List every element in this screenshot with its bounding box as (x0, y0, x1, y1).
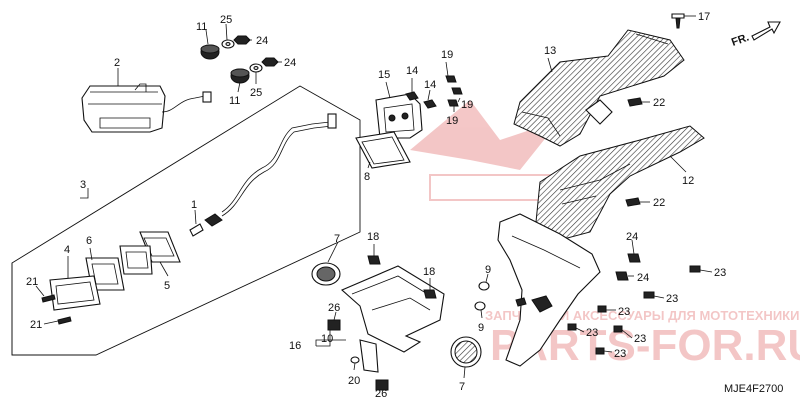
part-18-nut-upper (367, 255, 381, 265)
part-20-washer (350, 356, 360, 364)
part-11-grommet-upper (200, 44, 220, 60)
callout-12: 12 (682, 175, 694, 187)
callout-11-upper: 11 (196, 21, 207, 33)
part-24-nut-right-b (615, 271, 629, 281)
callout-26-lower: 26 (375, 388, 387, 400)
callout-2: 2 (114, 57, 120, 69)
part-9-washer-lower (474, 301, 486, 311)
part-21-screw-lower (57, 316, 72, 325)
part-23-screw-a (689, 265, 701, 273)
callout-20: 20 (348, 375, 360, 387)
callout-23-d: 23 (586, 327, 598, 339)
part-18-nut-lower (423, 289, 437, 299)
part-19-nut-c (451, 87, 463, 95)
callout-4: 4 (64, 244, 70, 256)
part-5-license-light-base (119, 231, 181, 275)
callout-11-lower: 11 (229, 95, 240, 107)
callout-3: 3 (80, 179, 86, 191)
callout-5: 5 (164, 280, 170, 292)
front-direction-indicator: FR. (730, 21, 781, 49)
part-23-screw-d (567, 323, 577, 331)
part-26-bolt-lower (375, 379, 389, 391)
callout-6: 6 (86, 235, 92, 247)
callout-labels: 2 11 25 24 24 11 25 3 1 4 6 21 21 5 15 1… (26, 11, 726, 400)
part-11-grommet-lower (230, 68, 250, 84)
diagram-code: MJE4F2700 (724, 383, 783, 395)
callout-23-b: 23 (666, 293, 678, 305)
part-4-lens (49, 275, 101, 311)
part-17-screw (671, 13, 685, 29)
callout-19-b: 19 (461, 99, 473, 111)
callout-9-upper: 9 (485, 264, 491, 276)
callout-23-f: 23 (614, 348, 626, 360)
watermark: ЗАПЧАСТИ И АКСЕССУАРЫ ДЛЯ МОТОТЕХНИКИ PA… (410, 100, 800, 370)
part-23-screw-e (613, 325, 623, 333)
part-23-screw-f (595, 347, 605, 355)
part-2-tail-light (81, 83, 212, 133)
part-23-screw-c (597, 305, 607, 313)
part-16-license-bracket (340, 265, 445, 373)
part-1-license-bulb (189, 113, 337, 237)
callout-14-b: 14 (424, 79, 436, 91)
part-25-washer-lower (249, 63, 263, 73)
callout-21-lower: 21 (30, 319, 42, 331)
callout-14-a: 14 (406, 65, 418, 77)
callout-19-a: 19 (441, 49, 453, 61)
callout-13: 13 (544, 45, 556, 57)
part-14-nut-b (423, 99, 437, 109)
callout-23-a: 23 (714, 267, 726, 279)
assembly-3-outline (11, 85, 361, 356)
part-14-nut-a (405, 91, 419, 101)
part-19-nut-a (445, 75, 457, 83)
part-22-bolt-upper (627, 97, 643, 107)
callout-23-e: 23 (634, 333, 646, 345)
callout-9-lower: 9 (478, 322, 484, 334)
part-9-washer-upper (478, 281, 490, 291)
part-19-nut-b (447, 99, 459, 107)
callout-19-c: 19 (446, 115, 458, 127)
part-15-bracket (375, 93, 423, 139)
callout-15: 15 (378, 69, 390, 81)
part-21-screw-upper (41, 294, 56, 303)
callout-23-c: 23 (618, 306, 630, 318)
part-24-nut-right-a (627, 253, 641, 263)
callout-24-lower: 24 (284, 57, 296, 69)
callout-21-upper: 21 (26, 276, 38, 288)
callout-26-upper: 26 (328, 302, 340, 314)
callout-24-right-a: 24 (626, 231, 638, 243)
callout-1: 1 (191, 199, 197, 211)
part-24-nut-lower (261, 57, 279, 67)
callout-24-right-b: 24 (637, 272, 649, 284)
callout-10: 10 (321, 333, 333, 345)
part-22-bolt-lower (625, 197, 641, 207)
callout-17: 17 (698, 11, 710, 23)
callout-25-lower: 25 (250, 87, 262, 99)
part-7-round-reflector-lower (450, 336, 482, 368)
callout-18-upper: 18 (367, 231, 379, 243)
callout-7-lower: 7 (459, 381, 465, 393)
part-13-rear-cover (513, 29, 685, 147)
callout-22-lower: 22 (653, 197, 665, 209)
part-26-bolt-upper (327, 319, 341, 331)
callout-24-upper: 24 (256, 35, 268, 47)
part-8-reflector (355, 131, 411, 169)
callout-16: 16 (289, 340, 301, 352)
callout-18-lower: 18 (423, 266, 435, 278)
direction-arrow-icon (751, 21, 781, 41)
callout-8: 8 (364, 171, 370, 183)
callout-25-upper: 25 (220, 14, 232, 26)
callout-22-upper: 22 (653, 97, 665, 109)
part-24-nut-upper (233, 35, 251, 45)
rear-fender-body (497, 213, 601, 367)
part-23-screw-b (643, 291, 655, 299)
callout-7-upper: 7 (334, 233, 340, 245)
direction-label: FR. (730, 31, 751, 48)
part-7-round-cap-upper (311, 262, 341, 286)
part-25-washer-upper (221, 39, 235, 49)
leader-lines (35, 15, 713, 381)
